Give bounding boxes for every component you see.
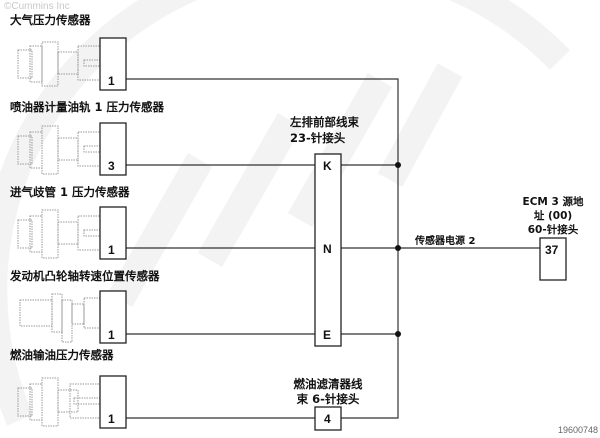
pin-k: K: [323, 159, 332, 173]
sensor-title-barometric: 大气压力传感器: [10, 13, 91, 27]
pin-label: 4: [324, 412, 331, 426]
ecm-title: ECM 3 源地: [523, 195, 584, 208]
fuel-filter-connector-title: 燃油滤清器线: [293, 377, 363, 391]
sensor-title-rail-pressure: 喷油器计量油轨 1 压力传感器: [10, 100, 165, 114]
pin-label: 3: [108, 159, 115, 173]
sensor-connector: 1: [99, 37, 127, 91]
harness-connector: K N E: [314, 153, 342, 347]
sensor-connector: 1: [99, 375, 127, 429]
splice-dot: [395, 331, 401, 337]
pin-label: 1: [108, 74, 115, 88]
watermark: [0, 0, 571, 426]
figure-id: 19600748: [558, 425, 598, 435]
pin-e: E: [323, 328, 331, 342]
sensor-title-camshaft: 发动机凸轮轴转速位置传感器: [9, 269, 160, 283]
circuit-label: 传感器电源 2: [414, 234, 475, 247]
splice-dot: [395, 162, 401, 168]
copyright-text: ©Cummins Inc: [4, 1, 70, 12]
sensor-icon: [17, 377, 101, 427]
fuel-filter-connector: 4: [314, 406, 342, 431]
sensor-icon: [17, 209, 101, 259]
fuel-filter-connector-subtitle: 束 6-针接头: [297, 392, 360, 406]
pin-label: 1: [108, 328, 115, 342]
pin-label: 37: [545, 243, 559, 257]
pin-n: N: [323, 242, 332, 256]
harness-connector-subtitle: 23-针接头: [290, 131, 346, 145]
sensor-title-fuel-lift: 燃油输油压力传感器: [9, 348, 114, 362]
sensor-connector: 3: [99, 122, 127, 176]
sensor-icon: [19, 293, 101, 343]
harness-connector-title: 左排前部线束: [289, 115, 359, 129]
pin-label: 1: [108, 243, 115, 257]
ecm-connector-box: 37: [539, 237, 567, 281]
ecm-connector: 60-针接头: [528, 223, 579, 236]
sensor-title-intake-manifold: 进气歧管 1 压力传感器: [10, 185, 130, 199]
sensor-icon: [17, 41, 101, 87]
pin-label: 1: [108, 412, 115, 426]
sensor-connector: 1: [99, 206, 127, 260]
splice-dot: [395, 245, 401, 251]
ecm-address: 址 (00): [534, 209, 572, 222]
sensor-connector: 1: [99, 290, 127, 344]
